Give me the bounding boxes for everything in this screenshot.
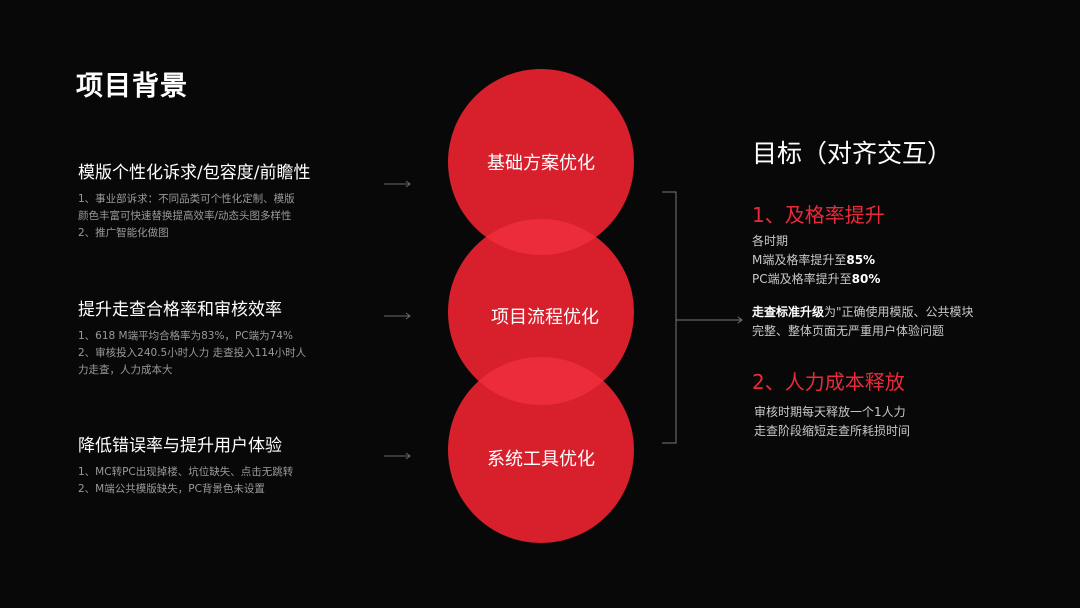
goal-line: 各时期 <box>752 234 789 248</box>
issue-heading: 提升走查合格率和审核效率 <box>78 300 282 320</box>
circle-system-tools <box>448 357 634 543</box>
arrow-right-icon <box>384 451 412 461</box>
issue-block-pass-rate: 提升走查合格率和审核效率 1、618 M端平均合格率为83%，PC端为74% 2… <box>78 295 378 379</box>
goal-details-pass-rate: 各时期 M端及格率提升至85% PC端及格率提升至80% <box>752 232 880 289</box>
goal-line-label: M端及格率提升至 <box>752 253 847 267</box>
issue-line: 1、618 M端平均合格率为83%，PC端为74% <box>78 330 293 342</box>
circle-label: 基础方案优化 <box>487 153 595 174</box>
circle-label: 项目流程优化 <box>491 307 599 328</box>
issue-block-error-rate: 降低错误率与提升用户体验 1、MC转PC出现掉楼、坑位缺失、点击无跳转 2、M端… <box>78 431 378 498</box>
goal-heading-pass-rate: 1、及格率提升 <box>752 203 885 227</box>
issue-line: 1、事业部诉求：不同品类可个性化定制、模版 <box>78 193 295 205</box>
goal-line: PC端及格率提升至80% <box>752 270 880 289</box>
standard-upgrade-label: 走查标准升级 <box>752 305 825 319</box>
goals-title: 目标（对齐交互） <box>752 139 953 168</box>
issue-line: 2、推广智能化做图 <box>78 227 169 239</box>
issue-line: 2、M端公共模版缺失，PC背景色未设置 <box>78 483 265 495</box>
arrow-right-icon <box>384 311 412 321</box>
m-pass-rate-value: 85% <box>846 253 876 267</box>
issue-line: 力走查，人力成本大 <box>78 364 173 376</box>
issue-line: 1、MC转PC出现掉楼、坑位缺失、点击无跳转 <box>78 466 294 478</box>
issue-line: 颜色丰富可快速替换提高效率/动态头图多样性 <box>78 210 292 222</box>
issue-block-personalization: 模版个性化诉求/包容度/前瞻性 1、事业部诉求：不同品类可个性化定制、模版 颜色… <box>78 158 378 242</box>
issue-line: 2、审核投入240.5小时人力 走查投入114小时人 <box>78 347 307 359</box>
goal-line: M端及格率提升至85% <box>752 251 880 270</box>
goal-line: 完整、整体页面无严重用户体验问题 <box>752 324 945 338</box>
issue-heading: 模版个性化诉求/包容度/前瞻性 <box>78 163 311 183</box>
goal-line: 走查标准升级为"正确使用模版、公共模块 <box>752 303 974 322</box>
issue-heading: 降低错误率与提升用户体验 <box>78 436 282 456</box>
circle-basic-plan <box>448 69 634 255</box>
goal-line: 审核时期每天释放一个1人力 <box>754 405 906 419</box>
goal-heading-labor-cost: 2、人力成本释放 <box>752 370 905 394</box>
bracket-connector <box>662 191 743 444</box>
circle-process <box>448 219 634 405</box>
slide-title: 项目背景 <box>76 71 188 102</box>
goal-line-label: PC端及格率提升至 <box>752 272 852 286</box>
goal-standard-upgrade: 走查标准升级为"正确使用模版、公共模块 完整、整体页面无严重用户体验问题 <box>752 303 974 341</box>
circle-label: 系统工具优化 <box>487 449 595 470</box>
arrow-right-icon <box>384 179 412 189</box>
standard-upgrade-text: 为"正确使用模版、公共模块 <box>824 305 974 319</box>
pc-pass-rate-value: 80% <box>851 272 881 286</box>
goal-details-labor-cost: 审核时期每天释放一个1人力 走查阶段缩短走查所耗损时间 <box>754 403 910 441</box>
goal-line: 走查阶段缩短走查所耗损时间 <box>754 424 911 438</box>
